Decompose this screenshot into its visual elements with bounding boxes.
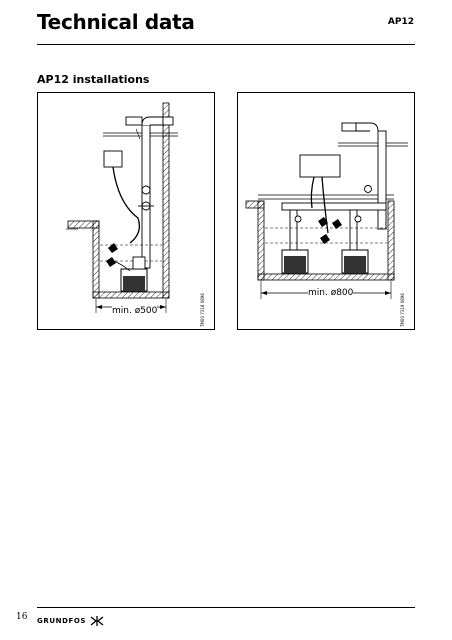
section-heading: AP12 installations xyxy=(37,73,150,86)
brand-name: GRUNDFOS xyxy=(37,617,87,625)
brand-logo: GRUNDFOS xyxy=(37,616,104,626)
grundfos-man-icon xyxy=(90,616,104,626)
page-number: 16 xyxy=(16,612,28,622)
single-pump-drawing xyxy=(66,102,178,313)
installation-figure-twin: min. ø800 TM00 7319 0896 xyxy=(237,92,415,330)
installation-figure-single: min. ø500 TM00 7318 0896 xyxy=(37,92,215,330)
dimension-label: min. ø500 xyxy=(112,306,158,316)
header-rule xyxy=(37,44,415,45)
drawing-code: TM00 7318 0896 xyxy=(200,293,205,327)
page-title: Technical data xyxy=(37,10,195,34)
drawing-code: TM00 7319 0896 xyxy=(400,293,405,327)
dimension-label: min. ø800 xyxy=(308,288,354,298)
footer-rule xyxy=(37,607,415,608)
product-code: AP12 xyxy=(387,17,414,27)
twin-pump-drawing xyxy=(245,122,408,299)
